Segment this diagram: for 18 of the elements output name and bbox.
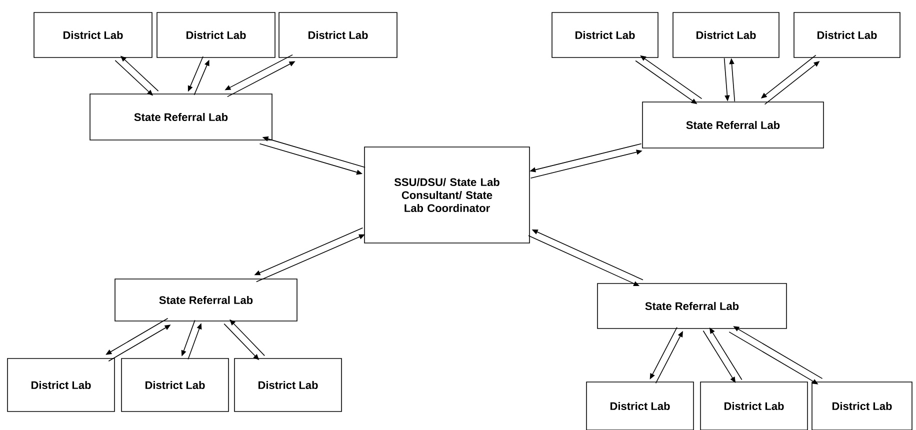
district-lab-box: District Lab	[7, 358, 115, 412]
referral-lab-box: State Referral Lab	[597, 283, 787, 329]
district-lab-box: District Lab	[794, 12, 900, 58]
referral-lab-box: State Referral Lab	[90, 94, 272, 140]
district-lab-box: District Lab	[121, 358, 229, 412]
referral-lab-box: State Referral Lab	[114, 278, 298, 322]
district-lab-box: District Lab	[672, 12, 780, 58]
arrow	[650, 326, 678, 380]
district-lab-box: District Lab	[700, 382, 808, 430]
district-lab-box: District Lab	[278, 12, 398, 58]
district-lab-box: District Lab	[586, 382, 694, 430]
district-lab-box: District Lab	[34, 12, 152, 58]
district-lab-box: District Lab	[234, 358, 342, 412]
coordinator-box: SSU/DSU/ State Lab Consultant/ State Lab Coordinator	[364, 146, 530, 244]
district-lab-box: District Lab	[812, 382, 912, 430]
district-lab-box: District Lab	[156, 12, 276, 58]
referral-lab-box: State Referral Lab	[642, 102, 824, 148]
district-lab-box: District Lab	[552, 12, 658, 58]
